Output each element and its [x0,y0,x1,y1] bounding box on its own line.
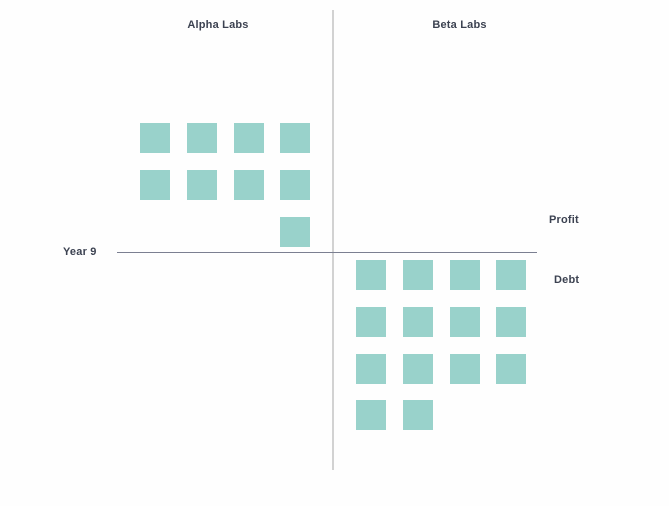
pictogram-unit [496,353,527,384]
vertical-axis-divider [332,10,334,470]
category-label-profit: Profit [549,214,579,226]
pictogram-unit [449,353,480,384]
pictogram-unit [280,170,311,201]
pictogram-unit [402,353,433,384]
pictogram-unit [280,217,311,247]
panel-title-beta-labs: Beta Labs [432,19,487,31]
pictogram-unit [496,306,527,337]
pictogram-unit [402,260,433,290]
pictogram-unit [140,170,170,201]
pictogram-unit [140,123,170,154]
pictogram-unit [356,400,386,431]
pictogram-unit [402,306,433,337]
category-label-debt: Debt [554,274,580,286]
pictogram-unit [186,123,217,154]
pictogram-unit [356,306,386,337]
pictogram-unit [402,400,433,431]
pictogram-unit [280,123,311,154]
pictogram-unit [233,170,264,201]
row-label-year: Year 9 [63,246,97,258]
pictogram-unit [356,353,386,384]
pictogram-unit [356,260,386,290]
pictogram-unit [449,306,480,337]
pictogram-unit [496,260,527,290]
panel-title-alpha-labs: Alpha Labs [187,19,249,31]
pictogram-unit [449,260,480,290]
pictogram-unit [186,170,217,201]
pictogram-unit [233,123,264,154]
horizontal-baseline-axis [117,252,537,253]
